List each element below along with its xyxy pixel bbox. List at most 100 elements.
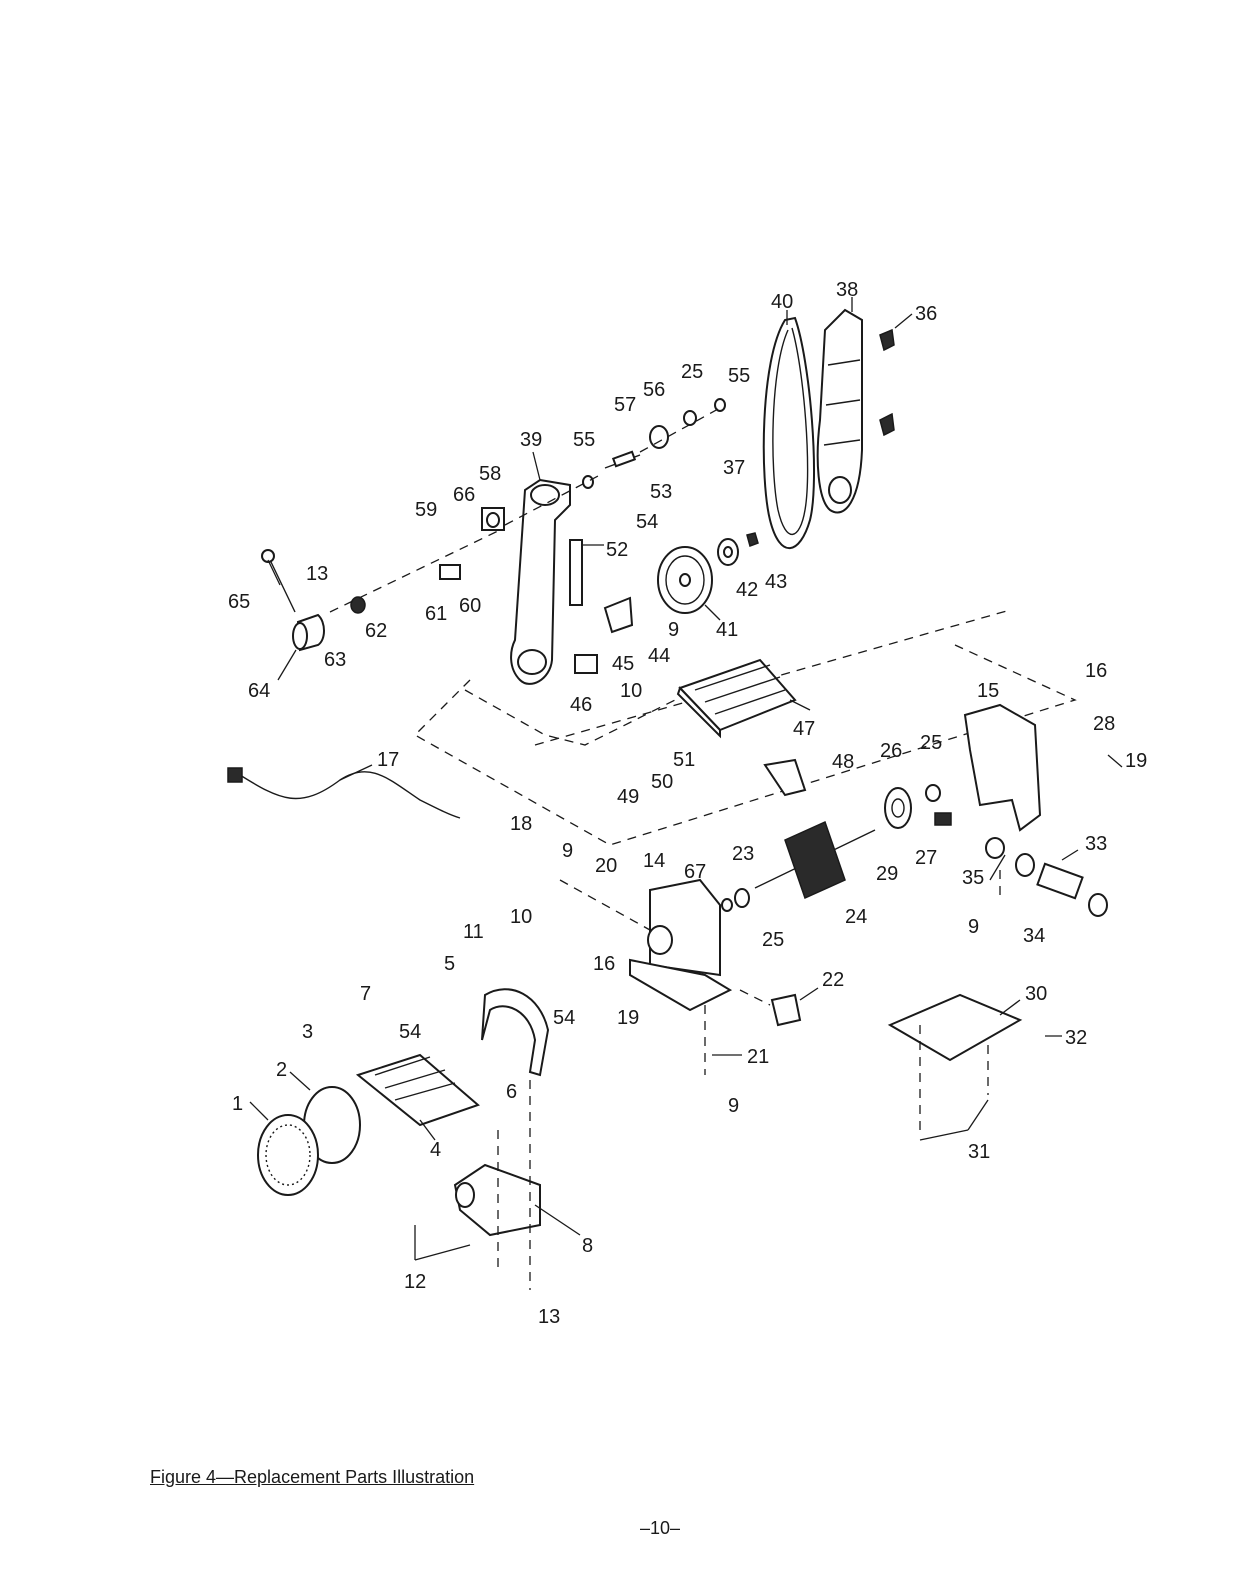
- belt-table: [678, 660, 795, 736]
- callout-20: 20: [595, 855, 617, 877]
- callout-26: 26: [880, 740, 902, 762]
- callout-33: 33: [1085, 833, 1107, 855]
- callout-53: 53: [650, 481, 672, 503]
- motor-rotor: [755, 822, 875, 898]
- bracket-48: [765, 760, 805, 795]
- callout-9-c: 9: [728, 1095, 739, 1117]
- switch: [772, 995, 800, 1025]
- callout-10-b: 10: [620, 680, 642, 702]
- power-cord: [228, 768, 460, 818]
- clamp-35: [986, 838, 1004, 858]
- callout-19-b: 19: [1125, 750, 1147, 772]
- capacitor-33: [1037, 864, 1082, 898]
- idler-wheel: [650, 426, 668, 448]
- callout-10-a: 10: [510, 906, 532, 928]
- callout-46: 46: [570, 694, 592, 716]
- page-number: –10–: [640, 1518, 680, 1539]
- callout-35: 35: [962, 867, 984, 889]
- callout-labels: 1 2 3 4 5 6 7 8 9 9 9 9 10 10 11 12 13 1…: [228, 279, 1147, 1328]
- callout-55-a: 55: [728, 365, 750, 387]
- callout-65: 65: [228, 591, 250, 613]
- callout-1: 1: [232, 1093, 243, 1115]
- callout-15: 15: [977, 680, 999, 702]
- callout-23: 23: [732, 843, 754, 865]
- callout-16-b: 16: [1085, 660, 1107, 682]
- callout-9-d: 9: [968, 916, 979, 938]
- callout-37: 37: [723, 457, 745, 479]
- callout-34: 34: [1023, 925, 1045, 947]
- cooling-fan: [885, 788, 911, 828]
- callout-27: 27: [915, 847, 937, 869]
- callout-41: 41: [716, 619, 738, 641]
- callout-66: 66: [453, 484, 475, 506]
- tracking-bracket: [482, 508, 504, 530]
- callout-60: 60: [459, 595, 481, 617]
- base-plate: [890, 995, 1020, 1060]
- callout-57: 57: [614, 394, 636, 416]
- callout-28: 28: [1093, 713, 1115, 735]
- callout-32: 32: [1065, 1027, 1087, 1049]
- callout-25-c: 25: [762, 929, 784, 951]
- callout-67: 67: [684, 861, 706, 883]
- switch-actuator-27: [935, 813, 951, 825]
- callout-31: 31: [968, 1141, 990, 1163]
- callout-44: 44: [648, 645, 670, 667]
- sanding-paper: [258, 1115, 318, 1195]
- belt-guard: [818, 310, 862, 513]
- drive-pulley: [658, 547, 712, 613]
- callout-17: 17: [377, 749, 399, 771]
- callout-9-b: 9: [668, 619, 679, 641]
- callout-58: 58: [479, 463, 501, 485]
- disc-table: [358, 1055, 478, 1125]
- callout-54-c: 54: [553, 1007, 575, 1029]
- callout-12: 12: [404, 1271, 426, 1293]
- callout-45: 45: [612, 653, 634, 675]
- callout-50: 50: [651, 771, 673, 793]
- bearing-25c: [735, 889, 749, 907]
- callout-36: 36: [915, 303, 937, 325]
- callout-61: 61: [425, 603, 447, 625]
- knob-36a: [880, 330, 894, 350]
- idler-shaft: [605, 452, 640, 468]
- knob-62: [351, 597, 365, 613]
- callout-43: 43: [765, 571, 787, 593]
- callout-56: 56: [643, 379, 665, 401]
- callout-4: 4: [430, 1139, 441, 1161]
- motor-end-housing: [965, 705, 1040, 830]
- callout-25-b: 25: [920, 732, 942, 754]
- callout-13-a: 13: [538, 1306, 560, 1328]
- platen: [570, 540, 582, 605]
- callout-52: 52: [606, 539, 628, 561]
- callout-30: 30: [1025, 983, 1047, 1005]
- callout-2: 2: [276, 1059, 287, 1081]
- clamp-60: [440, 565, 460, 579]
- callout-6: 6: [506, 1081, 517, 1103]
- callout-42: 42: [736, 579, 758, 601]
- bracket-45: [575, 655, 597, 673]
- ring-55b: [583, 476, 593, 488]
- callout-62: 62: [365, 620, 387, 642]
- callout-5: 5: [444, 953, 455, 975]
- callout-18: 18: [510, 813, 532, 835]
- callout-29: 29: [876, 863, 898, 885]
- sanding-belt: [764, 318, 814, 548]
- callout-16-a: 16: [593, 953, 615, 975]
- callout-14: 14: [643, 850, 665, 872]
- callout-39: 39: [520, 429, 542, 451]
- callout-24: 24: [845, 906, 867, 928]
- callout-11: 11: [463, 921, 484, 943]
- callout-40: 40: [771, 291, 793, 313]
- belt-arm: [511, 480, 570, 684]
- callout-25-a: 25: [681, 361, 703, 383]
- callout-54-b: 54: [399, 1021, 421, 1043]
- callout-48: 48: [832, 751, 854, 773]
- callout-51: 51: [673, 749, 695, 771]
- nut-43: [747, 533, 758, 546]
- disc-guard: [482, 989, 548, 1075]
- callout-8: 8: [582, 1235, 593, 1257]
- tension-bracket: [605, 598, 632, 632]
- callout-7: 7: [360, 983, 371, 1005]
- callout-38: 38: [836, 279, 858, 301]
- callout-59: 59: [415, 499, 437, 521]
